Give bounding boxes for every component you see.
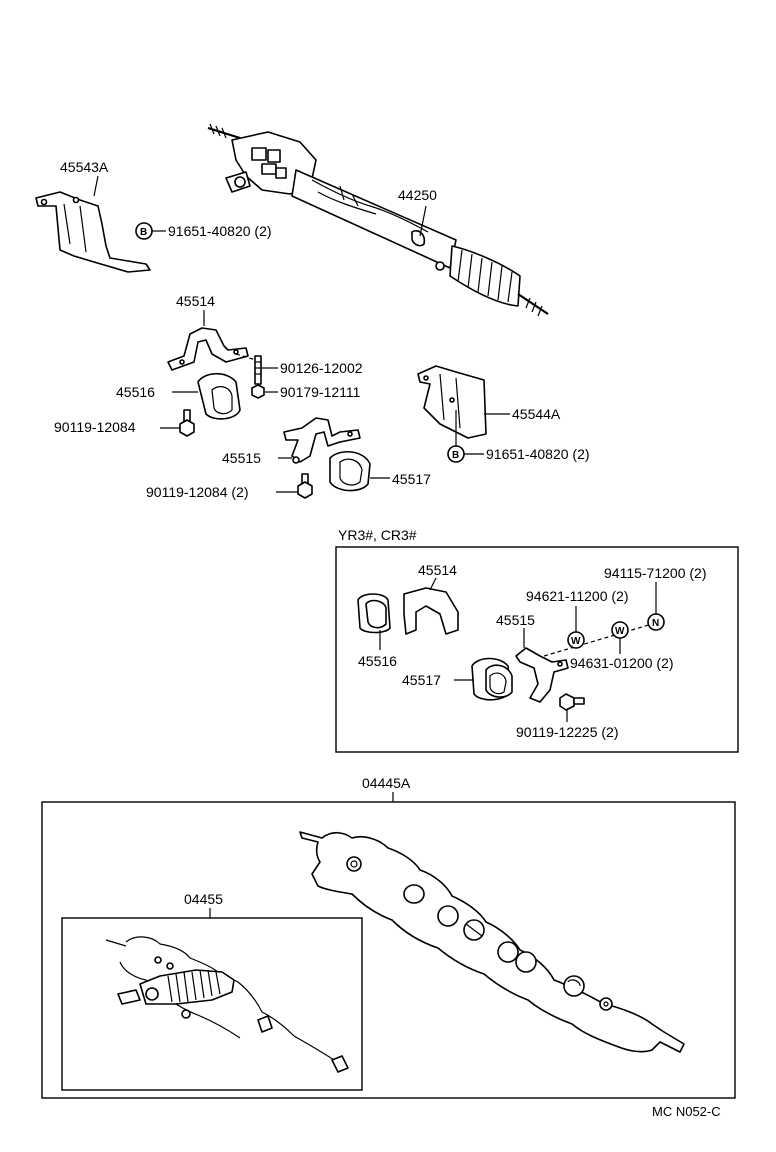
- label-inset-cushion-45516: 45516: [358, 653, 397, 669]
- valve-body-04455: [105, 936, 349, 1073]
- bolt-90119-12084: [160, 409, 195, 437]
- n-symbol-label: N: [652, 618, 659, 629]
- inset-cushion-45516: [357, 593, 391, 650]
- label-bolt-left-bracket: 91651-40820 (2): [168, 223, 272, 239]
- bolt-b-symbol-left: B: [135, 222, 166, 240]
- label-bracket-45515: 45515: [222, 450, 261, 466]
- inset-washer-nut-set: W W N: [543, 582, 665, 657]
- bracket-45544a: [417, 365, 510, 439]
- label-bracket-45514: 45514: [176, 293, 215, 309]
- inset-cushion-45517: [454, 657, 513, 701]
- w-symbol-label: W: [571, 636, 581, 647]
- nut-90179-12111: [251, 384, 278, 399]
- label-housing-04445a: 04445A: [362, 775, 411, 791]
- label-bracket-45544a: 45544A: [512, 406, 561, 422]
- inset-box: [335, 546, 739, 753]
- b-symbol-label: B: [140, 227, 147, 238]
- label-inset-nut: 94115-71200 (2): [604, 565, 706, 581]
- label-inset-bolt: 90119-12225 (2): [516, 724, 618, 740]
- w-symbol-label: W: [615, 626, 625, 637]
- label-rack-assembly: 44250: [398, 187, 437, 203]
- label-bolt-double: 90119-12084 (2): [146, 484, 248, 500]
- bracket-45515: [278, 417, 361, 464]
- sub-box-04455: [61, 917, 363, 1091]
- rack-housing-04445a: [299, 831, 685, 1053]
- b-symbol-label: B: [452, 450, 459, 461]
- cushion-45516: [172, 372, 241, 420]
- label-inset-cushion-45517: 45517: [402, 672, 441, 688]
- label-stud: 90126-12002: [280, 360, 363, 376]
- label-cushion-45516: 45516: [116, 384, 155, 400]
- inset-bracket-45515: [515, 628, 569, 703]
- label-bolt-single: 90119-12084: [54, 419, 136, 435]
- label-sub-04455: 04455: [184, 891, 223, 907]
- steering-rack-assembly: [207, 123, 549, 317]
- inset-bracket-45514: [403, 577, 459, 635]
- inset-title: YR3#, CR3#: [338, 527, 417, 543]
- inset-bolt-90119-12225: [559, 693, 585, 722]
- label-inset-bracket-45515: 45515: [496, 612, 535, 628]
- bracket-45543a: [35, 175, 151, 273]
- housing-box: [41, 801, 736, 1099]
- label-inset-bracket-45514: 45514: [418, 562, 457, 578]
- label-bracket-45543a: 45543A: [60, 159, 109, 175]
- label-inset-washer-a: 94621-11200 (2): [526, 588, 628, 604]
- bracket-45514: [167, 310, 249, 371]
- label-nut: 90179-12111: [280, 384, 361, 400]
- cushion-45517: [329, 451, 390, 492]
- stud-90126-12002: [235, 353, 278, 385]
- bolt-b-symbol-right: B: [447, 410, 484, 463]
- label-bolt-right-bracket: 91651-40820 (2): [486, 446, 590, 462]
- label-cushion-45517: 45517: [392, 471, 431, 487]
- bolt-90119-12084-pair: [276, 473, 313, 499]
- label-inset-washer-b: 94631-01200 (2): [570, 655, 674, 671]
- diagram-code: MC N052-C: [652, 1104, 721, 1119]
